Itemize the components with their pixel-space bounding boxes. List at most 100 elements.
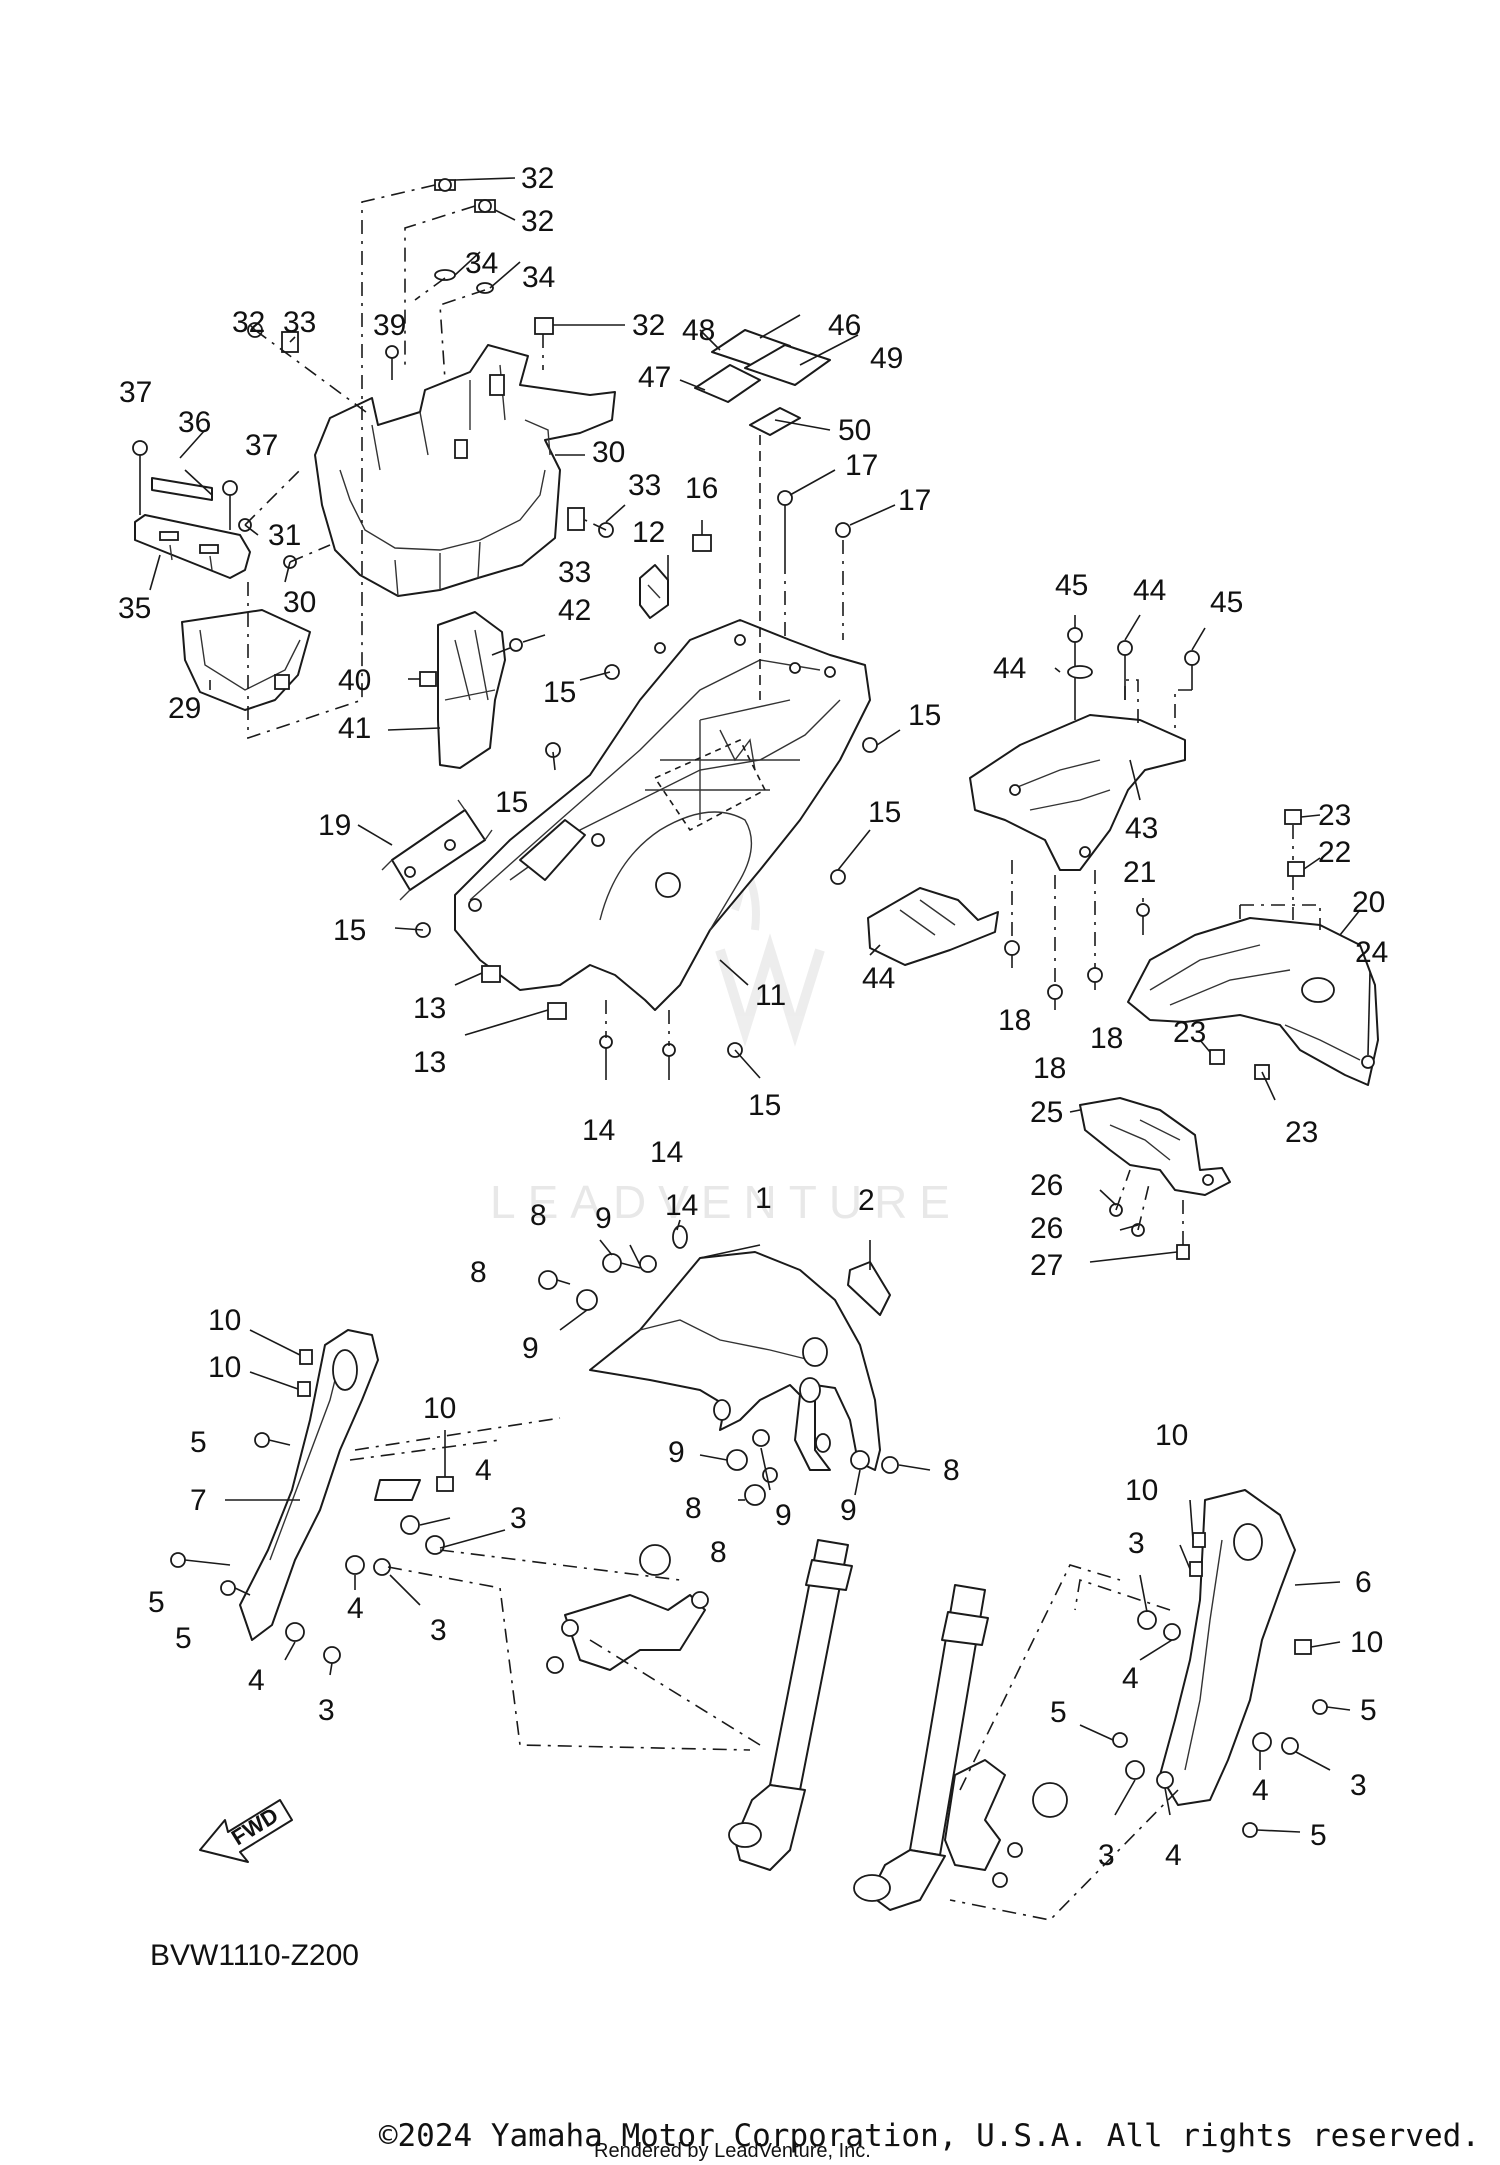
callout-8: 8 [685, 1492, 702, 1525]
fork-cover-6-hardware [949, 1578, 1328, 1921]
callout-10: 10 [1125, 1474, 1158, 1507]
callout-10: 10 [1155, 1419, 1188, 1452]
callout-15: 15 [868, 796, 901, 829]
callout-8: 8 [710, 1536, 727, 1569]
callout-21: 21 [1123, 856, 1156, 889]
callout-33: 33 [558, 556, 591, 589]
callout-40: 41 [338, 712, 371, 745]
callout-32: 32 [521, 205, 554, 238]
bracket-43 [867, 887, 999, 966]
callout-39: 40 [338, 664, 371, 697]
callout-4: 4 [347, 1592, 364, 1625]
callout-4: 4 [1122, 1662, 1139, 1695]
bracket-42 [969, 714, 1186, 871]
callout-numbers: 32 32 34 34 32 32 33 39 37 36 37 30 33 3… [118, 162, 1388, 1972]
callout-18: 18 [998, 1004, 1031, 1037]
callout-2: 2 [858, 1184, 875, 1217]
callout-3: 3 [318, 1694, 335, 1727]
callout-12: 12 [632, 516, 665, 549]
callout-3: 3 [430, 1614, 447, 1647]
callout-32: 32 [232, 306, 265, 339]
callout-3: 3 [510, 1502, 527, 1535]
callout-17: 17 [898, 484, 931, 517]
callout-27: 27 [1030, 1249, 1063, 1282]
callout-47: 46 [828, 309, 861, 342]
callout-15: 15 [333, 914, 366, 947]
pad-36 [151, 477, 213, 501]
diagram-code: BVW1110-Z200 [150, 1939, 359, 1972]
callout-13: 13 [413, 992, 446, 1025]
callout-23: 23 [1285, 1116, 1318, 1149]
bolts-37 [132, 440, 238, 530]
bolts-44-45-46 [1067, 627, 1200, 730]
callout-14: 14 [582, 1114, 615, 1147]
callout-42: 43 [1125, 812, 1158, 845]
callout-5: 5 [1050, 1696, 1067, 1729]
bracket-35 [134, 514, 251, 579]
fwd-arrow: FWD [199, 1799, 293, 1863]
callout-51: 50 [838, 414, 871, 447]
callout-5: 5 [148, 1586, 165, 1619]
callout-36: 36 [178, 406, 211, 439]
callout-8: 8 [530, 1199, 547, 1232]
callout-43: 44 [862, 962, 895, 995]
callout-5: 5 [190, 1426, 207, 1459]
callout-11: 11 [755, 979, 786, 1012]
callout-33: 33 [283, 306, 316, 339]
callout-30: 30 [283, 586, 316, 619]
callout-14: 14 [665, 1189, 698, 1222]
callout-9: 9 [840, 1494, 857, 1527]
callout-15: 15 [543, 676, 576, 709]
callout-35: 35 [118, 592, 151, 625]
callout-17: 17 [845, 449, 878, 482]
mud-flap-19 [381, 799, 493, 901]
callout-44: 45 [1210, 586, 1243, 619]
callout-20: 20 [1352, 886, 1385, 919]
callout-24: 24 [1355, 936, 1388, 969]
watermark-text: LEADVENTURE [490, 1176, 962, 1228]
callout-10: 10 [208, 1304, 241, 1337]
bolts-18 [1004, 860, 1103, 1010]
callout-15: 15 [908, 699, 941, 732]
leader-lines [149, 177, 1371, 1833]
callout-4: 4 [475, 1454, 492, 1487]
callout-15: 15 [748, 1089, 781, 1122]
callout-46: 45 [1055, 569, 1088, 602]
callout-29: 29 [168, 692, 201, 725]
decal-2 [847, 1261, 891, 1316]
bolts-17 [777, 490, 851, 640]
battery-box-28 [314, 344, 616, 597]
callout-4: 4 [1252, 1774, 1269, 1807]
callout-23: 23 [1173, 1016, 1206, 1049]
bolts-15 [415, 664, 878, 1058]
callout-10: 10 [423, 1392, 456, 1425]
callout-3: 3 [1098, 1839, 1115, 1872]
callout-9: 9 [522, 1332, 539, 1365]
callout-7: 7 [190, 1484, 207, 1517]
callout-9: 9 [595, 1202, 612, 1235]
callout-45: 44 [993, 652, 1026, 685]
callout-14: 14 [650, 1136, 683, 1169]
callout-3: 3 [1350, 1769, 1367, 1802]
callout-32: 33 [628, 469, 661, 502]
tray-29 [181, 609, 311, 711]
callout-16: 16 [685, 472, 718, 505]
callout-23: 23 [1318, 799, 1351, 832]
fork-tube-left [546, 1539, 853, 1871]
callout-26: 26 [1030, 1169, 1063, 1202]
callout-38: 39 [373, 309, 406, 342]
callout-10: 10 [1350, 1626, 1383, 1659]
bracket-25 [1079, 1097, 1231, 1196]
callout-4: 4 [248, 1664, 265, 1697]
callout-18: 18 [1090, 1022, 1123, 1055]
rear-fender-11 [454, 619, 871, 1011]
clip-12 [639, 564, 669, 619]
callout-8: 8 [943, 1454, 960, 1487]
watermark: LEADVENTURE [490, 857, 962, 1228]
callout-3: 3 [1128, 1527, 1145, 1560]
bolts-26-27 [1109, 1169, 1190, 1260]
callout-37: 37 [119, 376, 152, 409]
callout-50: 49 [870, 342, 903, 375]
tail-cover-20 [1127, 904, 1379, 1086]
screws-14 [599, 1000, 676, 1080]
